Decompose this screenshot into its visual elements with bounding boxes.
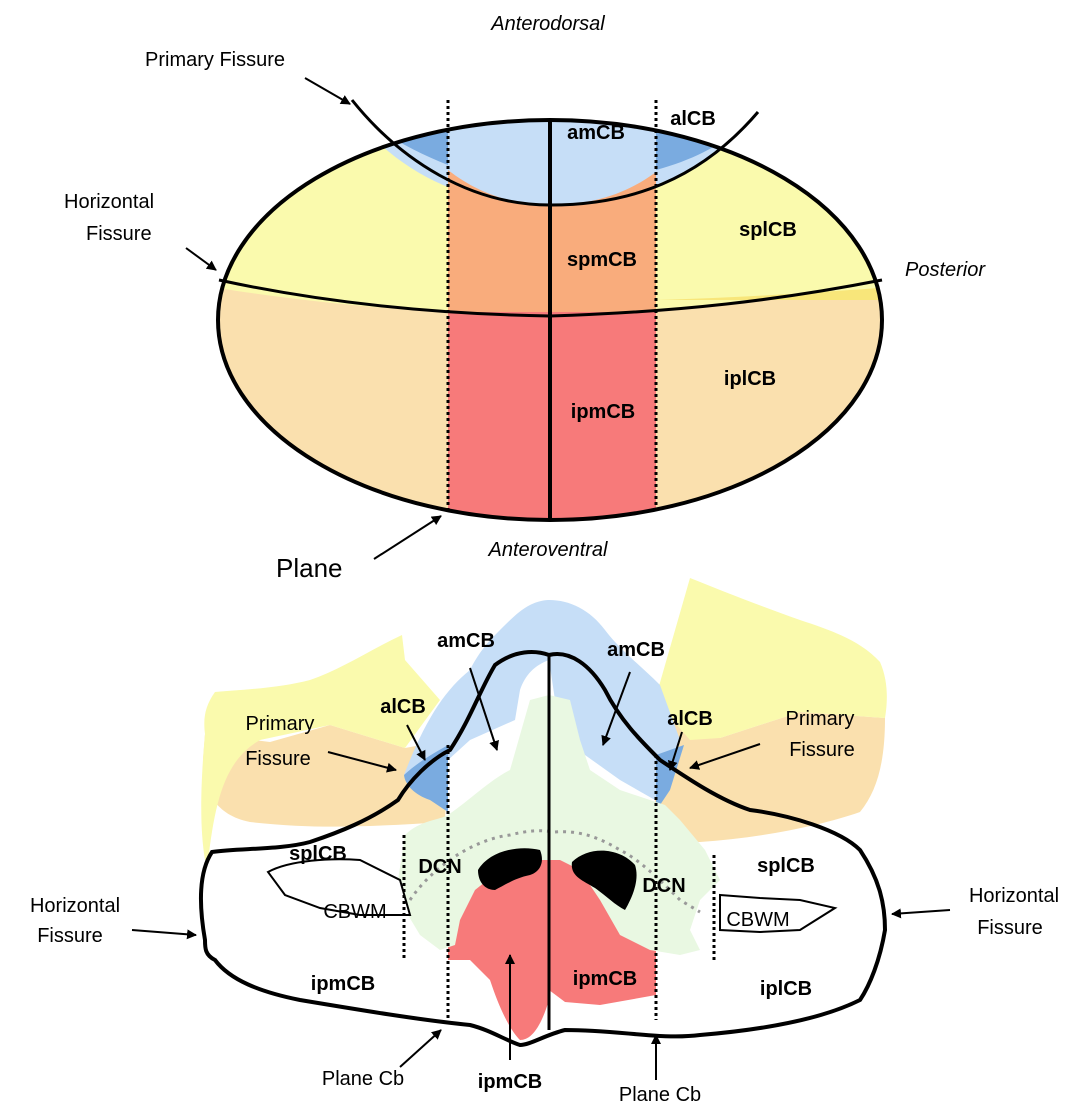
label-alcb-left: alCB xyxy=(380,696,426,718)
label-iplcb: iplCB xyxy=(724,368,776,390)
label-cbwm-left: CBWM xyxy=(323,901,386,923)
bottom-section-diagram: amCB amCB alCB alCB Primary Fissure Prim… xyxy=(30,578,1059,1106)
label-alcb: alCB xyxy=(670,108,716,130)
label-cbwm-right: CBWM xyxy=(726,909,789,931)
label-ipmcb-left: ipmCB xyxy=(311,973,375,995)
label-ipmcb-right: ipmCB xyxy=(573,968,637,990)
top-ellipse-diagram: Anterodorsal Anteroventral Posterior Pri… xyxy=(64,13,986,583)
label-amcb-left: amCB xyxy=(437,630,495,652)
label-alcb-right: alCB xyxy=(667,708,713,730)
label-plane: Plane xyxy=(276,553,343,583)
label-spmcb: spmCB xyxy=(567,249,637,271)
label-ipmcb: ipmCB xyxy=(571,401,635,423)
label-splcb-right: splCB xyxy=(757,855,815,877)
label-anteroventral: Anteroventral xyxy=(488,539,609,561)
label-anterodorsal: Anterodorsal xyxy=(490,13,605,35)
label-primary-right-1: Primary xyxy=(786,708,855,730)
label-horizontal-2: Fissure xyxy=(86,223,152,245)
label-amcb: amCB xyxy=(567,122,625,144)
label-primary-left-2: Fissure xyxy=(245,748,311,770)
label-plane-left: Plane Cb xyxy=(322,1068,404,1090)
label-dcn-right: DCN xyxy=(642,875,685,897)
label-primary-left-1: Primary xyxy=(246,713,315,735)
label-horizontal-right-2: Fissure xyxy=(977,917,1043,939)
label-horizontal-left-1: Horizontal xyxy=(30,895,120,917)
label-horizontal-right-1: Horizontal xyxy=(969,885,1059,907)
label-dcn-left: DCN xyxy=(418,856,461,878)
label-iplcb-right: iplCB xyxy=(760,978,812,1000)
label-horizontal-left-2: Fissure xyxy=(37,925,103,947)
label-ipmcb-center: ipmCB xyxy=(478,1071,542,1093)
label-primary-fissure: Primary Fissure xyxy=(145,49,285,71)
label-posterior: Posterior xyxy=(905,259,986,281)
label-splcb: splCB xyxy=(739,219,797,241)
label-primary-right-2: Fissure xyxy=(789,739,855,761)
label-splcb-left: splCB xyxy=(289,843,347,865)
label-plane-right: Plane Cb xyxy=(619,1084,701,1106)
label-horizontal-1: Horizontal xyxy=(64,191,154,213)
label-amcb-right: amCB xyxy=(607,639,665,661)
